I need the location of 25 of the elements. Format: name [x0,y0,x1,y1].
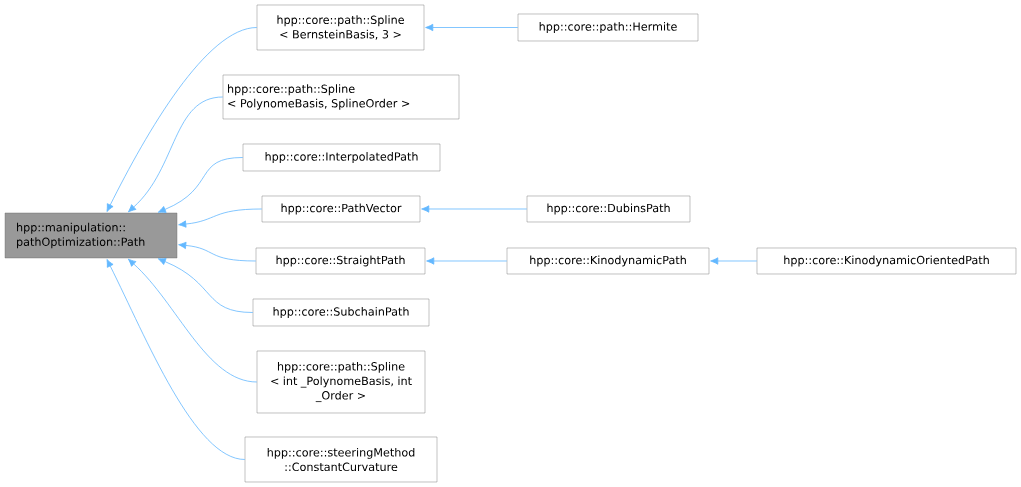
class-box: hpp::core::path::Spline < PolynomeBasis, SplineOrder > [222,74,460,120]
class-box: hpp::core::steeringMethod ::ConstantCurvature [244,436,438,483]
inheritance-arrow [128,96,224,213]
inheritance-arrow [106,27,258,212]
class-box: hpp::core::path::Spline < int _PolynomeBasis, int _Order > [256,350,426,414]
class-box: hpp::core::PathVector [261,195,421,223]
class-box: hpp::core::InterpolatedPath [242,143,441,172]
inheritance-arrow [421,205,528,213]
inheritance-arrow [128,258,258,383]
inheritance-arrow [425,23,519,32]
class-box: hpp::core::path::Hermite [517,13,699,42]
inheritance-arrow [157,157,244,213]
class-box: hpp::core::DubinsPath [526,195,691,223]
class-box: hpp::core::KinodynamicPath [506,247,710,275]
class-box: hpp::core::StraightPath [255,247,426,275]
inheritance-arrow [426,257,508,265]
base-class-box: hpp::manipulation:: pathOptimization::Path [4,212,178,259]
inheritance-arrow [178,208,263,228]
class-box: hpp::core::path::Spline < BernsteinBasis, 3 > [256,4,425,51]
class-box: hpp::core::SubchainPath [252,298,430,327]
inheritance-arrow [106,259,246,460]
inheritance-arrow [157,258,254,313]
inheritance-arrow [178,241,257,262]
class-box: hpp::core::KinodynamicOrientedPath [756,247,1017,275]
inheritance-arrow [710,257,758,265]
